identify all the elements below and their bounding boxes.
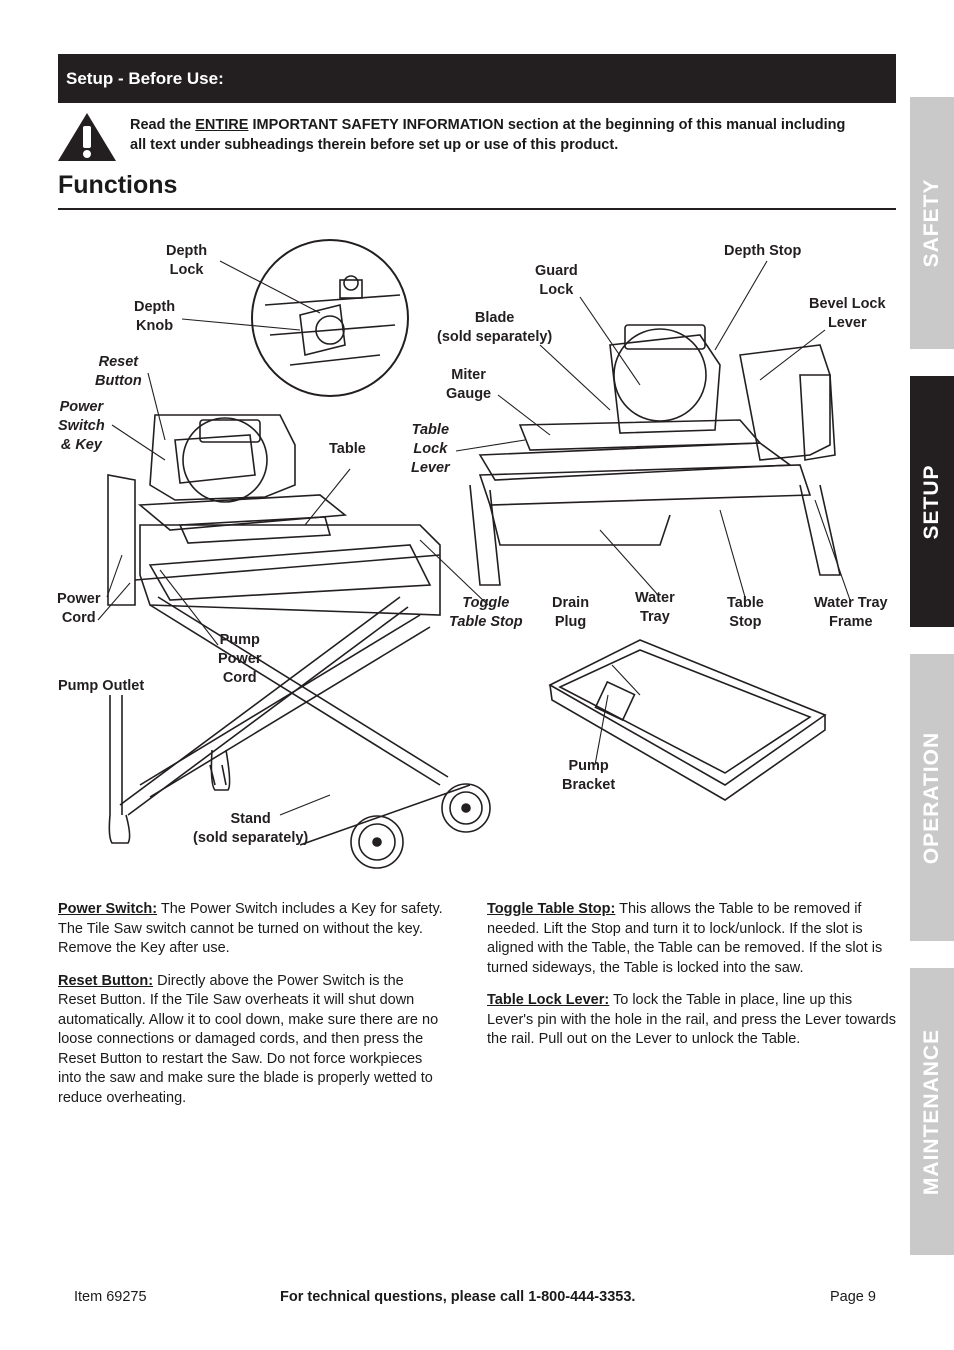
functions-diagram	[97, 239, 851, 869]
footer-page-number: Page 9	[830, 1289, 876, 1305]
page-title: Functions	[58, 171, 178, 199]
label-table-lock-lever: Table Lock Lever	[411, 422, 450, 476]
label-water-tray-frame: Water Tray Frame	[814, 595, 888, 630]
label-reset-button: Reset Button	[95, 354, 142, 389]
section-header: Setup - Before Use:	[58, 54, 896, 103]
footer-tech-support: For technical questions, please call 1-8…	[280, 1289, 636, 1305]
power-switch-paragraph: Power Switch: The Power Switch includes …	[58, 901, 443, 956]
safety-warning: Read the ENTIRE IMPORTANT SAFETY INFORMA…	[130, 117, 846, 153]
label-pump-bracket: Pump Bracket	[562, 758, 616, 793]
label-power-cord: Power Cord	[57, 591, 101, 626]
table-lock-lever-paragraph: Table Lock Lever: To lock the Table in p…	[487, 992, 896, 1047]
label-blade: Blade (sold separately)	[437, 310, 553, 345]
stand-wheel-left	[350, 815, 404, 869]
tab-setup[interactable]: SETUP	[910, 376, 954, 627]
label-depth-stop: Depth Stop	[724, 243, 802, 259]
label-table: Table	[329, 441, 366, 457]
reset-button-paragraph: Reset Button: Directly above the Power S…	[58, 972, 439, 1106]
label-drain-plug: Drain Plug	[552, 595, 590, 630]
tab-maintenance[interactable]: MAINTENANCE	[910, 968, 954, 1255]
toggle-table-stop-paragraph: Toggle Table Stop: This allows the Table…	[487, 901, 883, 976]
label-miter-gauge: Miter Gauge	[446, 367, 492, 402]
right-column: Toggle Table Stop: This allows the Table…	[487, 900, 897, 1063]
label-guard-lock: Guard Lock	[535, 263, 578, 298]
stand-illustration	[108, 596, 471, 846]
left-column: Power Switch: The Power Switch includes …	[58, 900, 443, 1121]
label-power-switch: Power Switch & Key	[58, 399, 105, 453]
label-pump-outlet: Pump Outlet	[58, 678, 145, 694]
label-table-stop: Table Stop	[727, 595, 764, 630]
tab-safety[interactable]: SAFETY	[910, 97, 954, 349]
label-depth-lock: Depth Lock	[166, 243, 208, 278]
label-depth-knob: Depth Knob	[134, 299, 176, 334]
label-pump-power-cord: Pump Power Cord	[218, 632, 262, 686]
warning-icon	[58, 113, 116, 161]
zoom-detail	[251, 239, 409, 397]
label-stand: Stand (sold separately)	[193, 811, 309, 846]
title-divider	[58, 208, 896, 210]
footer-item: Item 69275	[74, 1289, 147, 1305]
label-toggle-table-stop: Toggle Table Stop	[449, 595, 523, 630]
label-bevel-lock-lever: Bevel Lock Lever	[809, 296, 886, 331]
label-water-tray: Water Tray	[635, 590, 675, 625]
tab-operation[interactable]: OPERATION	[910, 654, 954, 941]
stand-wheel-right	[441, 783, 491, 833]
